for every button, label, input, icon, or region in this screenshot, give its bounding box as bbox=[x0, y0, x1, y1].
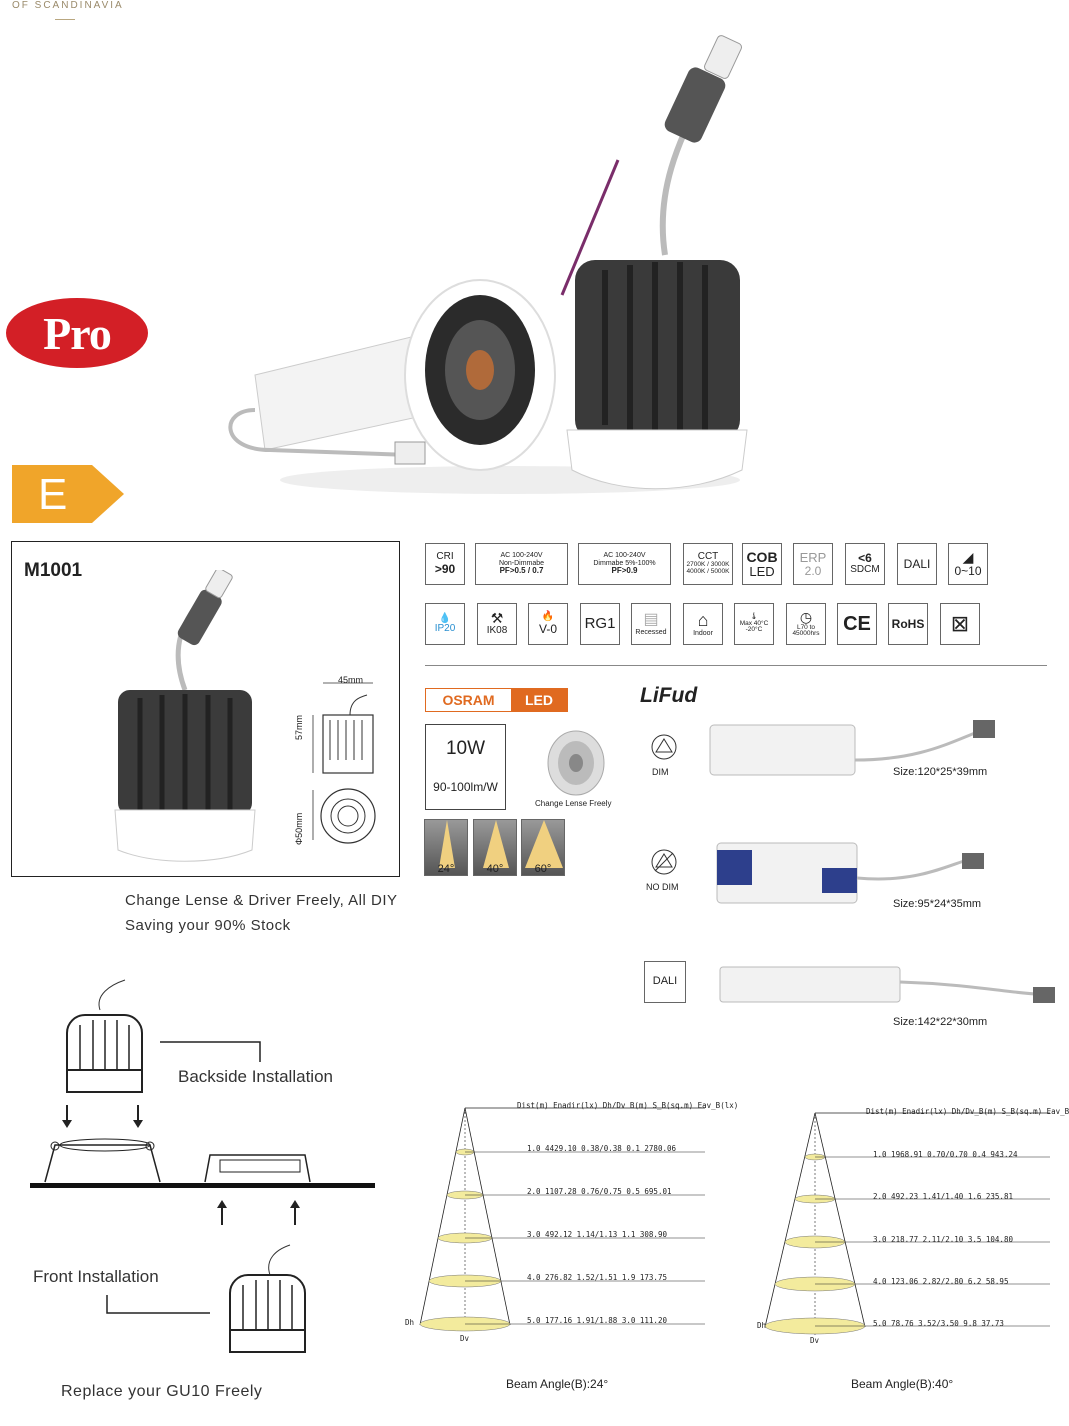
rohs-icon: RoHS bbox=[888, 603, 928, 645]
ce-icon: CE bbox=[837, 603, 877, 645]
energy-class-arrow bbox=[12, 465, 124, 523]
beam-24-row-4: 4.0 276.82 1.52/1.51 1.9 173.75 bbox=[527, 1273, 667, 1282]
energy-class-letter: E bbox=[38, 470, 68, 519]
beam-40-caption: Beam Angle(B):40° bbox=[851, 1377, 954, 1391]
beam-40-row-4: 4.0 123.06 2.82/2.80 6.2 58.95 bbox=[873, 1277, 1009, 1286]
front-installation-label: Front Installation bbox=[33, 1267, 159, 1286]
dim-size: Size:120*25*39mm bbox=[893, 766, 988, 778]
weee-icon: ⊠ bbox=[940, 603, 980, 645]
beam-40-row-1: 1.0 1968.91 0.70/0.70 0.4 943.24 bbox=[873, 1150, 1018, 1159]
osram-text: OSRAM bbox=[442, 692, 495, 708]
lens-image bbox=[547, 730, 605, 796]
backside-installation-label: Backside Installation bbox=[178, 1067, 333, 1086]
lifud-logo: LiFud bbox=[640, 684, 698, 707]
dim-icon bbox=[651, 734, 677, 760]
diameter-dimension: Φ50mm bbox=[294, 812, 304, 845]
beam-40-icon: 40° bbox=[473, 819, 517, 876]
divider bbox=[425, 665, 1047, 666]
beam-40-row-3: 3.0 218.77 2.11/2.10 3.5 104.80 bbox=[873, 1235, 1013, 1244]
beam-24-row-5: 5.0 177.16 1.91/1.88 3.0 111.20 bbox=[527, 1316, 667, 1325]
beam-24-row-2: 2.0 1107.28 0.76/0.75 0.5 695.01 bbox=[527, 1187, 672, 1196]
beam-40-row-2: 2.0 492.23 1.41/1.40 1.6 235.81 bbox=[873, 1192, 1013, 1201]
ik08-icon: ⚒IK08 bbox=[477, 603, 517, 645]
rg1-icon: RG1 bbox=[580, 603, 620, 645]
beam-24-label: 24° bbox=[437, 863, 455, 875]
model-number: M1001 bbox=[24, 560, 83, 581]
beam-40-label: 40° bbox=[486, 863, 504, 875]
beam-24-row-3: 3.0 492.12 1.14/1.13 1.1 308.90 bbox=[527, 1230, 667, 1239]
led-text: LED bbox=[511, 689, 567, 711]
pro-badge: Pro bbox=[6, 298, 148, 368]
no-dim-label: NO DIM bbox=[646, 882, 679, 892]
promo-line-2: Saving your 90% Stock bbox=[125, 917, 291, 934]
indoor-icon: ⌂Indoor bbox=[683, 603, 723, 645]
dali-icon: DALI bbox=[897, 543, 937, 585]
beam-60-icon: 60° bbox=[521, 819, 565, 876]
cri-icon: CRI>90 bbox=[425, 543, 465, 585]
beam-chart-24-diagram bbox=[419, 1107, 705, 1332]
beam-24-dv: Dv bbox=[460, 1334, 470, 1343]
dali-size: Size:142*22*30mm bbox=[893, 1016, 988, 1028]
lens-caption: Change Lense Freely bbox=[535, 799, 612, 808]
beam-40-row-5: 5.0 78.76 3.52/3.50 9.8 37.73 bbox=[873, 1319, 1004, 1328]
installation-diagram bbox=[30, 979, 375, 1353]
dimming-0-10-icon: ◢0~10 bbox=[948, 543, 988, 585]
beam-chart-40-diagram bbox=[764, 1112, 1050, 1335]
temperature-icon: 🌡Max 40°C -20°C bbox=[734, 603, 774, 645]
replace-gu10-label: Replace your GU10 Freely bbox=[61, 1383, 263, 1400]
osram-led-logo: OSRAM LED bbox=[425, 688, 568, 712]
beam-40-dv: Dv bbox=[810, 1336, 820, 1345]
v0-icon: 🔥V-0 bbox=[528, 603, 568, 645]
beam-24-icon: 24° bbox=[424, 819, 468, 876]
power-value: 10W bbox=[445, 738, 486, 759]
beam-60-label: 60° bbox=[534, 863, 552, 875]
driver-dim-image bbox=[709, 720, 995, 776]
efficacy-value: 90-100lm/W bbox=[433, 780, 498, 794]
promo-line-1: Change Lense & Driver Freely, All DIY bbox=[125, 892, 398, 909]
no-dim-icon bbox=[651, 849, 677, 875]
height-dimension: 57mm bbox=[294, 714, 304, 740]
power-box bbox=[425, 724, 506, 810]
dimension-drawing bbox=[312, 682, 376, 844]
dali-label: DALI bbox=[652, 975, 678, 987]
beam-24-caption: Beam Angle(B):24° bbox=[506, 1377, 609, 1391]
beam-40-dh: Dh bbox=[757, 1321, 767, 1330]
driver-dali-image bbox=[719, 966, 1055, 1003]
lifetime-icon: ◷L70 to 45000hrs bbox=[786, 603, 826, 645]
product-frame bbox=[11, 541, 400, 877]
width-dimension: 45mm bbox=[338, 675, 364, 685]
dali-box bbox=[644, 961, 686, 1003]
driver-no-dim-image bbox=[716, 842, 984, 904]
module-image bbox=[114, 570, 256, 862]
hero-product-image bbox=[228, 35, 748, 494]
crown-logo-icon bbox=[55, 12, 75, 20]
ip20-icon: 💧IP20 bbox=[425, 603, 465, 645]
brand-tagline: OF SCANDINAVIA bbox=[12, 0, 124, 11]
no-dim-size: Size:95*24*35mm bbox=[893, 898, 982, 910]
beam-24-table-header: Dist(m) Enadir(lx) Dh/Dv B(m) S_B(sq.m) … bbox=[517, 1101, 739, 1110]
beam-40-table-header: Dist(m) Enadir(lx) Dh/Dv_B(m) S_B(sq.m) … bbox=[866, 1107, 1069, 1116]
beam-24-row-1: 1.0 4429.10 0.38/0.38 0.1 2780.06 bbox=[527, 1144, 677, 1153]
recessed-icon: ▤Recessed bbox=[631, 603, 671, 645]
beam-24-dh: Dh bbox=[405, 1318, 415, 1327]
dim-label: DIM bbox=[652, 767, 669, 777]
